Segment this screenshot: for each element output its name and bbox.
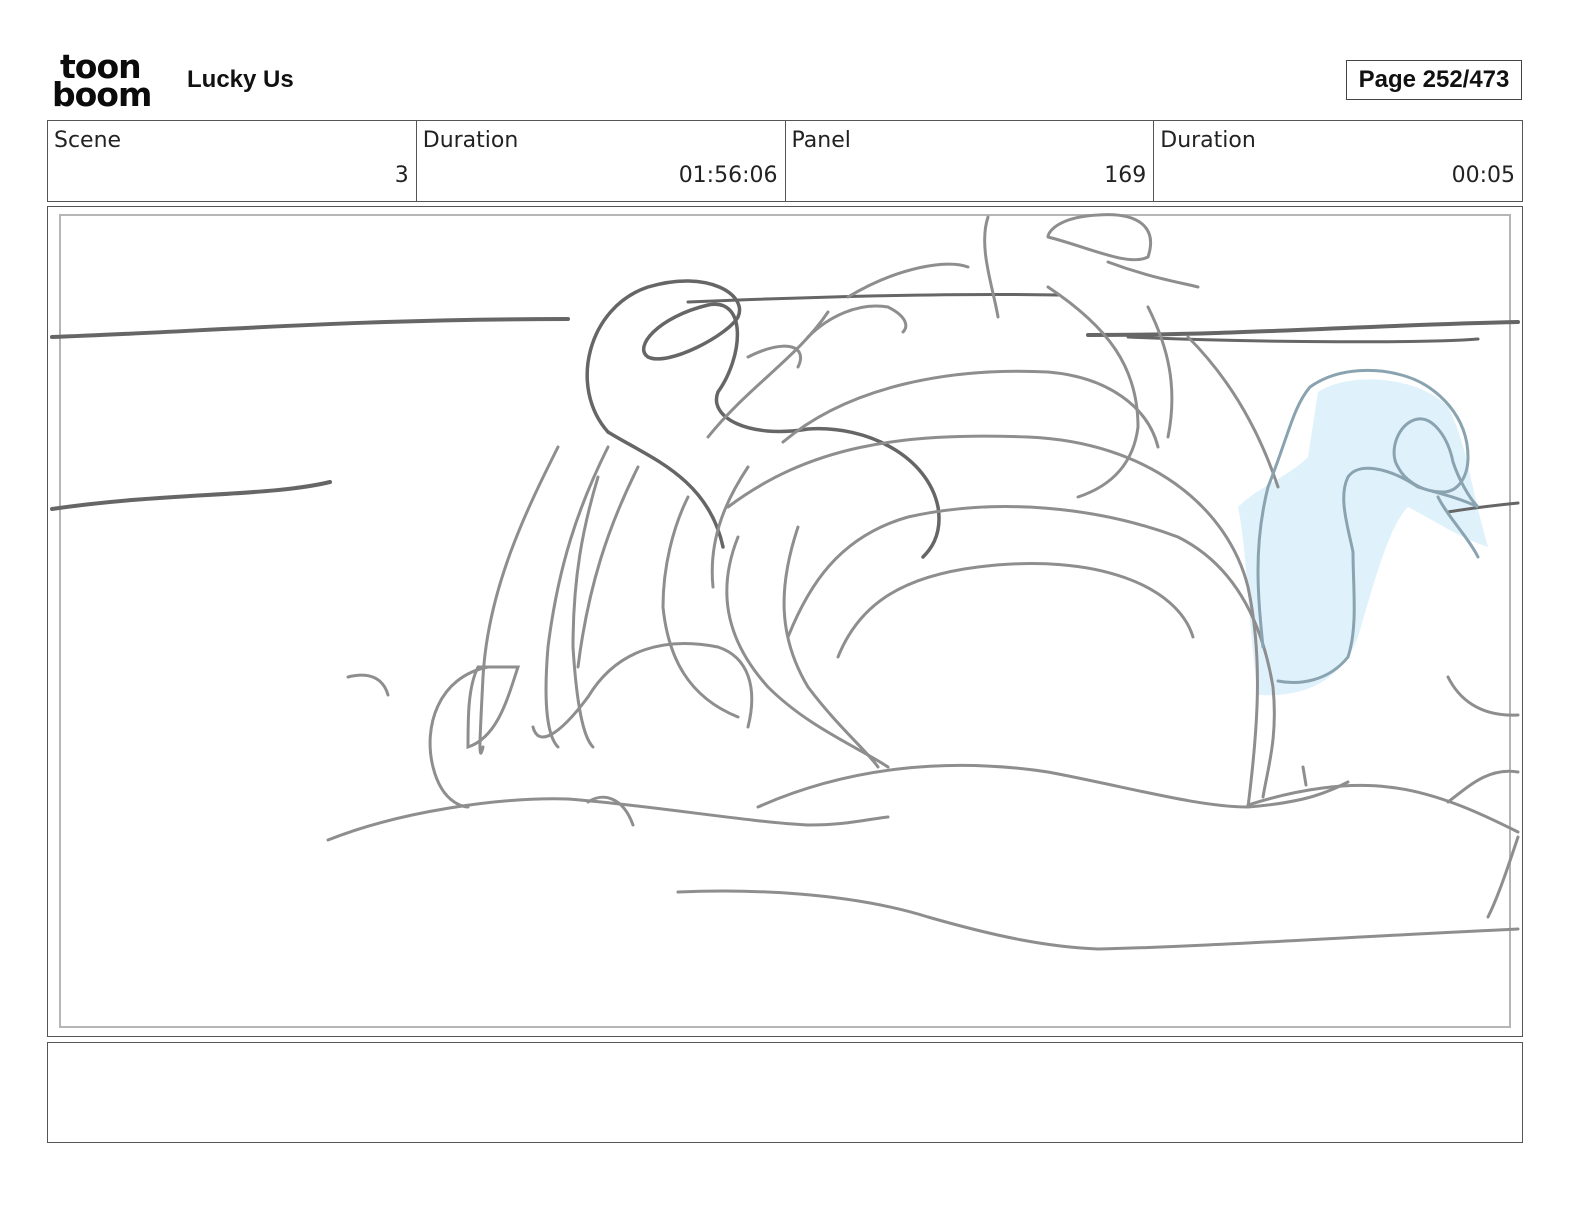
scene-value: 3	[394, 163, 409, 188]
scene-duration-value: 01:56:06	[678, 163, 778, 188]
toonboom-logo: toon boom	[52, 50, 164, 112]
figure-sketch-strokes	[326, 213, 1520, 951]
highlighted-figure-detail	[1436, 495, 1480, 559]
scene-info-bar: Scene 3 Duration 01:56:06 Panel 169 Dura…	[47, 120, 1523, 202]
scene-label: Scene	[54, 128, 122, 153]
project-title: Lucky Us	[187, 66, 294, 93]
horizon-line-low	[50, 480, 332, 511]
hand-stroke	[606, 430, 725, 549]
horizon-line-right-2	[1126, 335, 1480, 344]
horizon-line-right	[1086, 320, 1520, 337]
top-band-line	[686, 292, 1060, 304]
highlighted-figure-outline	[1256, 369, 1480, 684]
page-number-badge: Page 252/473	[1346, 60, 1522, 100]
scene-cell: Scene 3	[48, 121, 417, 201]
panel-label: Panel	[791, 128, 851, 153]
logo-text-line1: toon	[60, 47, 142, 86]
panel-duration-cell: Duration 00:05	[1154, 121, 1522, 201]
panel-duration-value: 00:05	[1451, 163, 1515, 188]
scene-duration-cell: Duration 01:56:06	[417, 121, 786, 201]
panel-cell: Panel 169	[786, 121, 1155, 201]
horizon-line-left	[50, 317, 570, 339]
highlight-fill	[1238, 379, 1488, 696]
page-number-text: Page 252/473	[1358, 66, 1510, 93]
logo-text-line2: boom	[52, 75, 152, 114]
panel-value: 169	[1104, 163, 1147, 188]
panel-duration-label: Duration	[1160, 128, 1256, 153]
hand-loop-sketch	[585, 279, 941, 559]
safe-area-frame	[59, 214, 1511, 1028]
sketch-drawing	[50, 213, 1520, 1028]
storyboard-panel	[47, 206, 1523, 1037]
scene-duration-label: Duration	[422, 128, 519, 153]
panel-notes-box	[47, 1042, 1523, 1143]
horizon-line-right-3	[1446, 501, 1520, 514]
